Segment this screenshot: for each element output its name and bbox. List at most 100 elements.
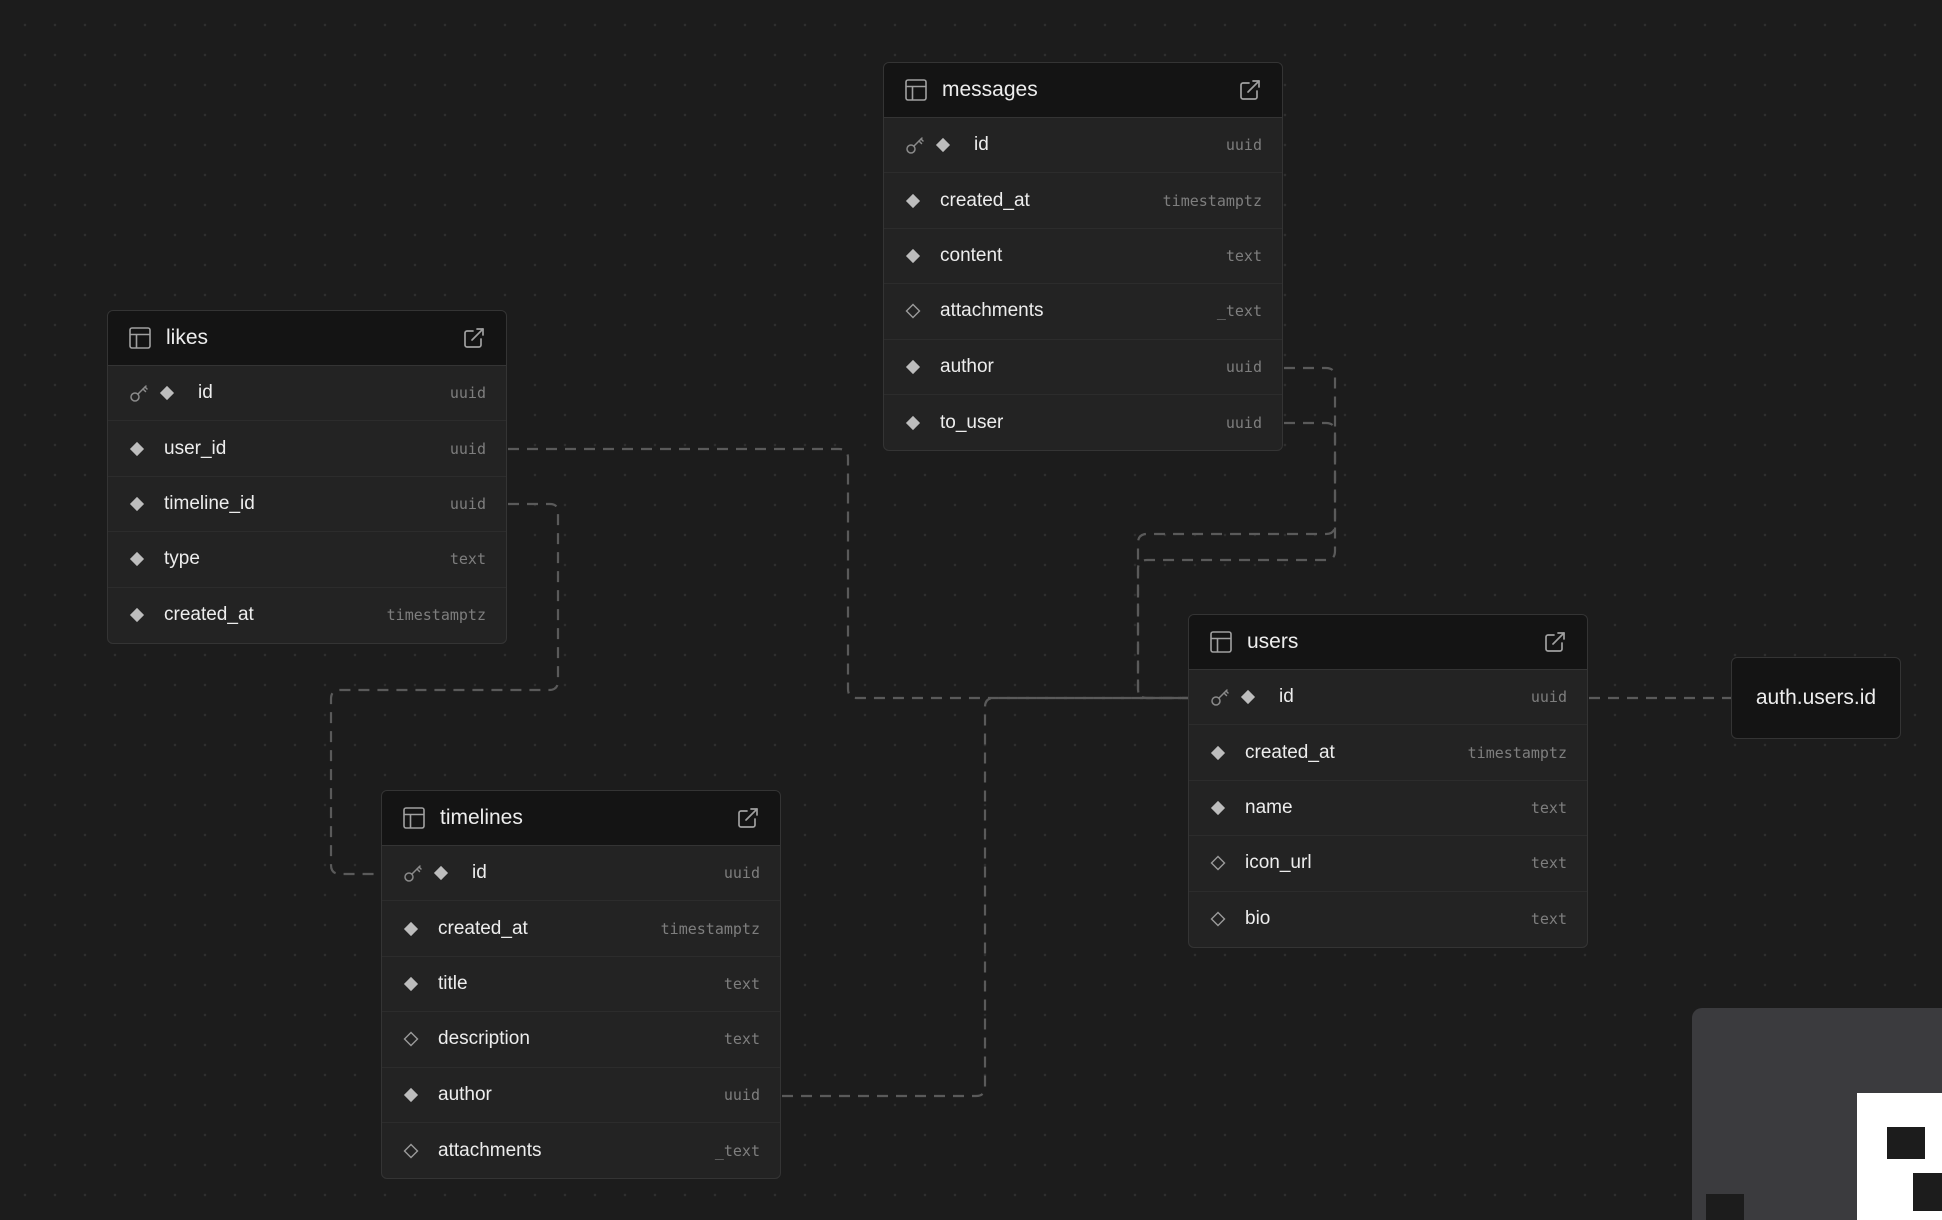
key-icon xyxy=(402,862,424,884)
table-header: messages xyxy=(884,63,1282,118)
edge-timelines-author-to-users-id xyxy=(782,696,1189,1098)
column-name: name xyxy=(1245,796,1293,818)
column-row-attachments: attachments _text xyxy=(382,1123,780,1178)
column-type: text xyxy=(449,550,486,569)
external-link-icon[interactable] xyxy=(736,806,760,830)
column-name: created_at xyxy=(164,604,254,626)
column-row-id: id uuid xyxy=(382,846,780,902)
key-icon xyxy=(128,382,150,404)
table-users[interactable]: users id uuid created_at timestamptz name tex… xyxy=(1188,614,1588,948)
column-type: uuid xyxy=(449,384,486,403)
minimap-node xyxy=(1706,1194,1744,1220)
table-timelines[interactable]: timelines id uuid created_at timestamptz tit… xyxy=(381,790,781,1180)
column-name: created_at xyxy=(1245,741,1335,763)
column-type: timestamptz xyxy=(1162,191,1262,210)
column-name: id xyxy=(1279,686,1294,708)
column-name: user_id xyxy=(164,437,227,459)
column-name: attachments xyxy=(438,1139,542,1161)
column-row-name: name text xyxy=(1189,781,1587,837)
column-name: created_at xyxy=(438,917,528,939)
column-type: timestamptz xyxy=(660,919,760,938)
column-type: uuid xyxy=(449,439,486,458)
column-row-author: author uuid xyxy=(884,340,1282,395)
column-type: uuid xyxy=(723,864,760,883)
column-type: text xyxy=(1225,246,1262,265)
external-link-icon[interactable] xyxy=(462,326,486,350)
column-type: uuid xyxy=(1225,413,1262,432)
filled-diamond-icon xyxy=(1209,744,1227,762)
filled-diamond-icon xyxy=(904,247,922,265)
filled-diamond-icon xyxy=(128,495,146,513)
column-name: icon_url xyxy=(1245,852,1312,874)
column-list: id uuid created_at timestamptz name text icon_… xyxy=(1189,670,1587,947)
column-row-created-at: created_at timestamptz xyxy=(1189,725,1587,781)
column-type: _text xyxy=(714,1141,760,1160)
table-grid-icon xyxy=(402,806,426,830)
column-type: _text xyxy=(1216,302,1262,321)
table-header: timelines xyxy=(382,791,780,846)
table-name: users xyxy=(1247,630,1299,653)
table-header: users xyxy=(1189,615,1587,670)
column-row-created-at: created_at timestamptz xyxy=(884,173,1282,229)
column-type: text xyxy=(723,1030,760,1049)
column-name: author xyxy=(438,1083,492,1105)
column-name: author xyxy=(940,355,994,377)
column-row-attachments: attachments_text xyxy=(884,284,1282,340)
column-row-user-id: user_id uuid xyxy=(108,421,506,477)
column-row-timeline-id: timeline_id uuid xyxy=(108,477,506,533)
table-header: likes xyxy=(108,311,506,366)
minimap-viewport[interactable] xyxy=(1857,1093,1942,1220)
hollow-diamond-icon xyxy=(1209,854,1227,872)
table-name: likes xyxy=(166,326,209,349)
column-name: id xyxy=(974,134,989,156)
column-name: timeline_id xyxy=(164,492,255,514)
column-row-id: id uuid xyxy=(1189,670,1587,726)
minimap-node xyxy=(1913,1173,1942,1211)
filled-diamond-icon xyxy=(1209,799,1227,817)
column-row-description: description text xyxy=(382,1012,780,1068)
filled-diamond-icon xyxy=(904,192,922,210)
column-name: description xyxy=(438,1028,530,1050)
external-reference-node[interactable]: auth.users.id xyxy=(1731,657,1901,739)
column-name: created_at xyxy=(940,189,1030,211)
filled-diamond-icon xyxy=(904,358,922,376)
filled-diamond-icon xyxy=(402,1086,420,1104)
column-type: uuid xyxy=(723,1085,760,1104)
column-row-title: title text xyxy=(382,957,780,1013)
external-link-icon[interactable] xyxy=(1543,630,1567,654)
hollow-diamond-icon xyxy=(1209,910,1227,928)
reference-label: auth.users.id xyxy=(1755,686,1877,709)
external-link-icon[interactable] xyxy=(1238,78,1262,102)
hollow-diamond-icon xyxy=(904,302,922,320)
filled-diamond-icon xyxy=(128,606,146,624)
column-name: title xyxy=(438,972,468,994)
filled-diamond-icon xyxy=(158,384,176,402)
minimap[interactable] xyxy=(1692,1008,1942,1220)
column-type: text xyxy=(1530,798,1567,817)
column-type: text xyxy=(723,974,760,993)
column-type: uuid xyxy=(1225,357,1262,376)
filled-diamond-icon xyxy=(1239,688,1257,706)
column-type: uuid xyxy=(449,494,486,513)
table-grid-icon xyxy=(128,326,152,350)
column-type: timestamptz xyxy=(1467,743,1567,762)
key-icon xyxy=(1209,686,1231,708)
filled-diamond-icon xyxy=(402,920,420,938)
filled-diamond-icon xyxy=(128,550,146,568)
table-grid-icon xyxy=(904,78,928,102)
filled-diamond-icon xyxy=(128,440,146,458)
column-name: id xyxy=(472,862,487,884)
column-type: uuid xyxy=(1530,688,1567,707)
